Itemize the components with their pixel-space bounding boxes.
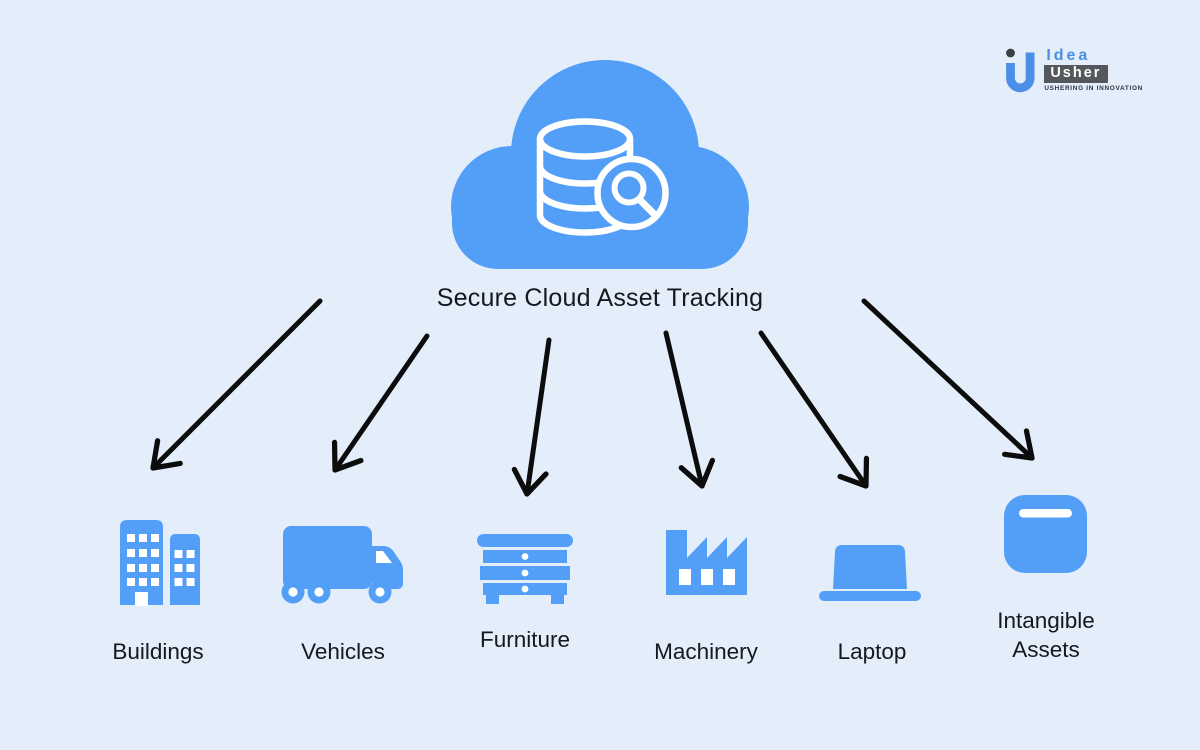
asset-label-furniture: Furniture — [479, 627, 571, 652]
brand-tagline: USHERING IN INNOVATION — [1044, 85, 1143, 92]
asset-label-buildings: Buildings — [112, 639, 204, 664]
brand-name-usher: Usher — [1044, 65, 1109, 83]
idea-usher-glyph-icon — [1006, 48, 1035, 93]
arrow-to-buildings — [150, 298, 323, 471]
asset-label-vehicles: Vehicles — [301, 639, 385, 664]
laptop-icon — [819, 545, 921, 601]
arrow-to-furniture — [511, 337, 552, 497]
brand-name-idea: Idea — [1046, 47, 1091, 64]
buildings-icon — [120, 520, 200, 606]
asset-label-machinery: Machinery — [654, 639, 758, 664]
dresser-icon — [477, 534, 573, 604]
truck-icon — [281, 526, 403, 604]
brand-logo: Idea Usher USHERING IN INNOVATION — [1004, 47, 1143, 100]
asset-label-intangible-assets: Intangible Assets — [997, 608, 1095, 662]
arrow-to-intangible-assets — [861, 298, 1035, 461]
cloud-database-search-icon — [451, 60, 749, 269]
arrow-to-machinery — [663, 330, 716, 489]
diagram-title: Secure Cloud Asset Tracking — [436, 284, 764, 312]
factory-icon — [666, 530, 747, 595]
arrow-to-laptop — [758, 330, 870, 489]
magnifier-icon — [594, 155, 669, 231]
asset-label-laptop: Laptop — [837, 639, 907, 664]
arrow-to-vehicles — [331, 333, 430, 473]
intangible-assets-icon — [1004, 495, 1087, 573]
